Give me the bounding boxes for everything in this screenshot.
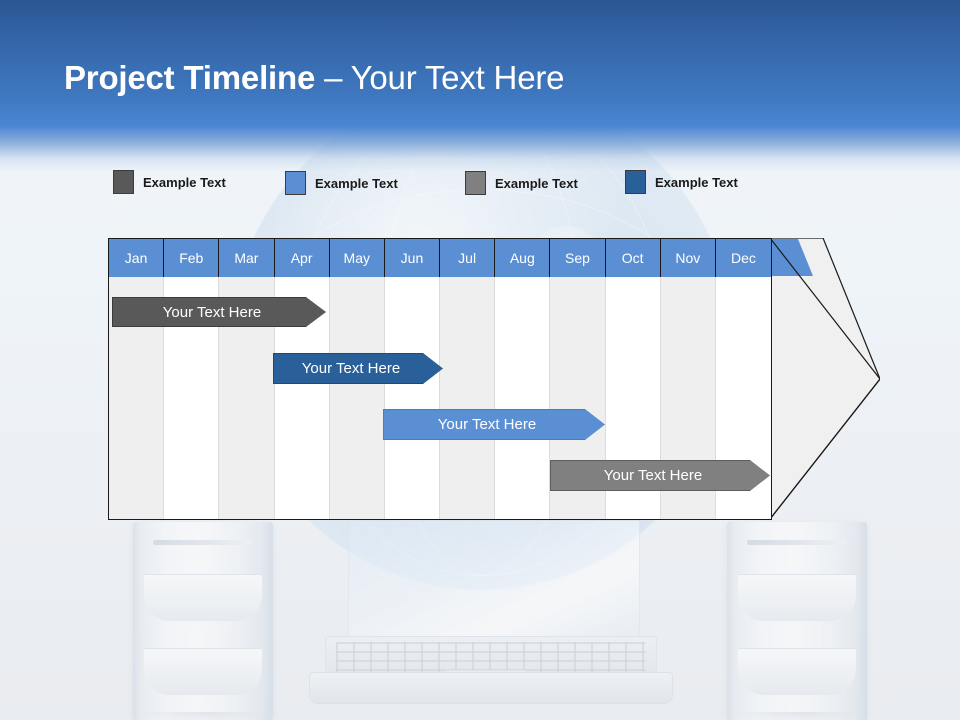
month-header-apr: Apr — [274, 239, 330, 277]
month-column-mar[interactable]: Mar — [219, 239, 275, 519]
task-bars: Your Text Here Your Text Here Your Text … — [108, 238, 880, 520]
month-header-mar: Mar — [219, 239, 275, 277]
task-bar-2-label: Your Text Here — [437, 416, 537, 433]
task-bar-1-label: Your Text Here — [301, 360, 401, 377]
legend-label-0: Example Text — [143, 174, 226, 190]
task-bar-0-label: Your Text Here — [162, 303, 262, 321]
legend: Example Text Example Text Example Text E… — [0, 165, 960, 199]
computer-tower-left-icon — [133, 522, 273, 720]
legend-swatch-light-blue-icon — [285, 171, 306, 195]
month-header-jul: Jul — [440, 239, 496, 277]
month-header-dec: Dec — [715, 239, 772, 277]
timeline-chart: Jan Feb Mar Apr May Jun Jul Aug Sep Oct … — [108, 238, 880, 520]
legend-label-1: Example Text — [315, 175, 398, 191]
month-header-may: May — [329, 239, 385, 277]
task-bar-0[interactable]: Your Text Here — [112, 297, 326, 327]
legend-label-2: Example Text — [495, 175, 578, 191]
month-column-jul[interactable]: Jul — [440, 239, 496, 519]
page-title: Project Timeline – Your Text Here — [64, 58, 564, 98]
page-title-rest: – Your Text Here — [315, 59, 565, 96]
task-bar-1[interactable]: Your Text Here — [273, 353, 443, 384]
month-header-jun: Jun — [384, 239, 441, 277]
laptop-icon — [305, 520, 675, 710]
legend-item-3[interactable]: Example Text — [625, 170, 738, 194]
month-column-jun[interactable]: Jun — [384, 239, 441, 519]
month-header-sep: Sep — [550, 239, 606, 277]
header-band — [0, 0, 960, 180]
month-column-apr[interactable]: Apr — [274, 239, 330, 519]
legend-item-0[interactable]: Example Text — [113, 170, 226, 194]
task-bar-2[interactable]: Your Text Here — [383, 409, 605, 440]
month-header-oct: Oct — [605, 239, 661, 277]
legend-swatch-dark-gray-icon — [113, 170, 134, 194]
month-column-jan[interactable]: Jan — [109, 239, 165, 519]
month-header-feb: Feb — [164, 239, 220, 277]
legend-label-3: Example Text — [655, 174, 738, 190]
computer-tower-right-icon — [727, 522, 867, 720]
legend-swatch-dark-blue-icon — [625, 170, 646, 194]
legend-item-1[interactable]: Example Text — [285, 171, 398, 195]
month-column-aug[interactable]: Aug — [495, 239, 551, 519]
legend-item-2[interactable]: Example Text — [465, 171, 578, 195]
legend-swatch-gray-icon — [465, 171, 486, 195]
month-column-oct[interactable]: Oct — [605, 239, 661, 519]
task-bar-3-label: Your Text Here — [603, 467, 703, 484]
task-bar-3[interactable]: Your Text Here — [550, 460, 770, 491]
computer-artwork — [0, 500, 960, 720]
month-header-nov: Nov — [660, 239, 716, 277]
page-title-strong: Project Timeline — [64, 59, 316, 96]
month-column-dec[interactable]: Dec — [715, 239, 772, 519]
month-column-feb[interactable]: Feb — [164, 239, 220, 519]
month-header-jan: Jan — [109, 239, 165, 277]
month-header-aug: Aug — [495, 239, 551, 277]
